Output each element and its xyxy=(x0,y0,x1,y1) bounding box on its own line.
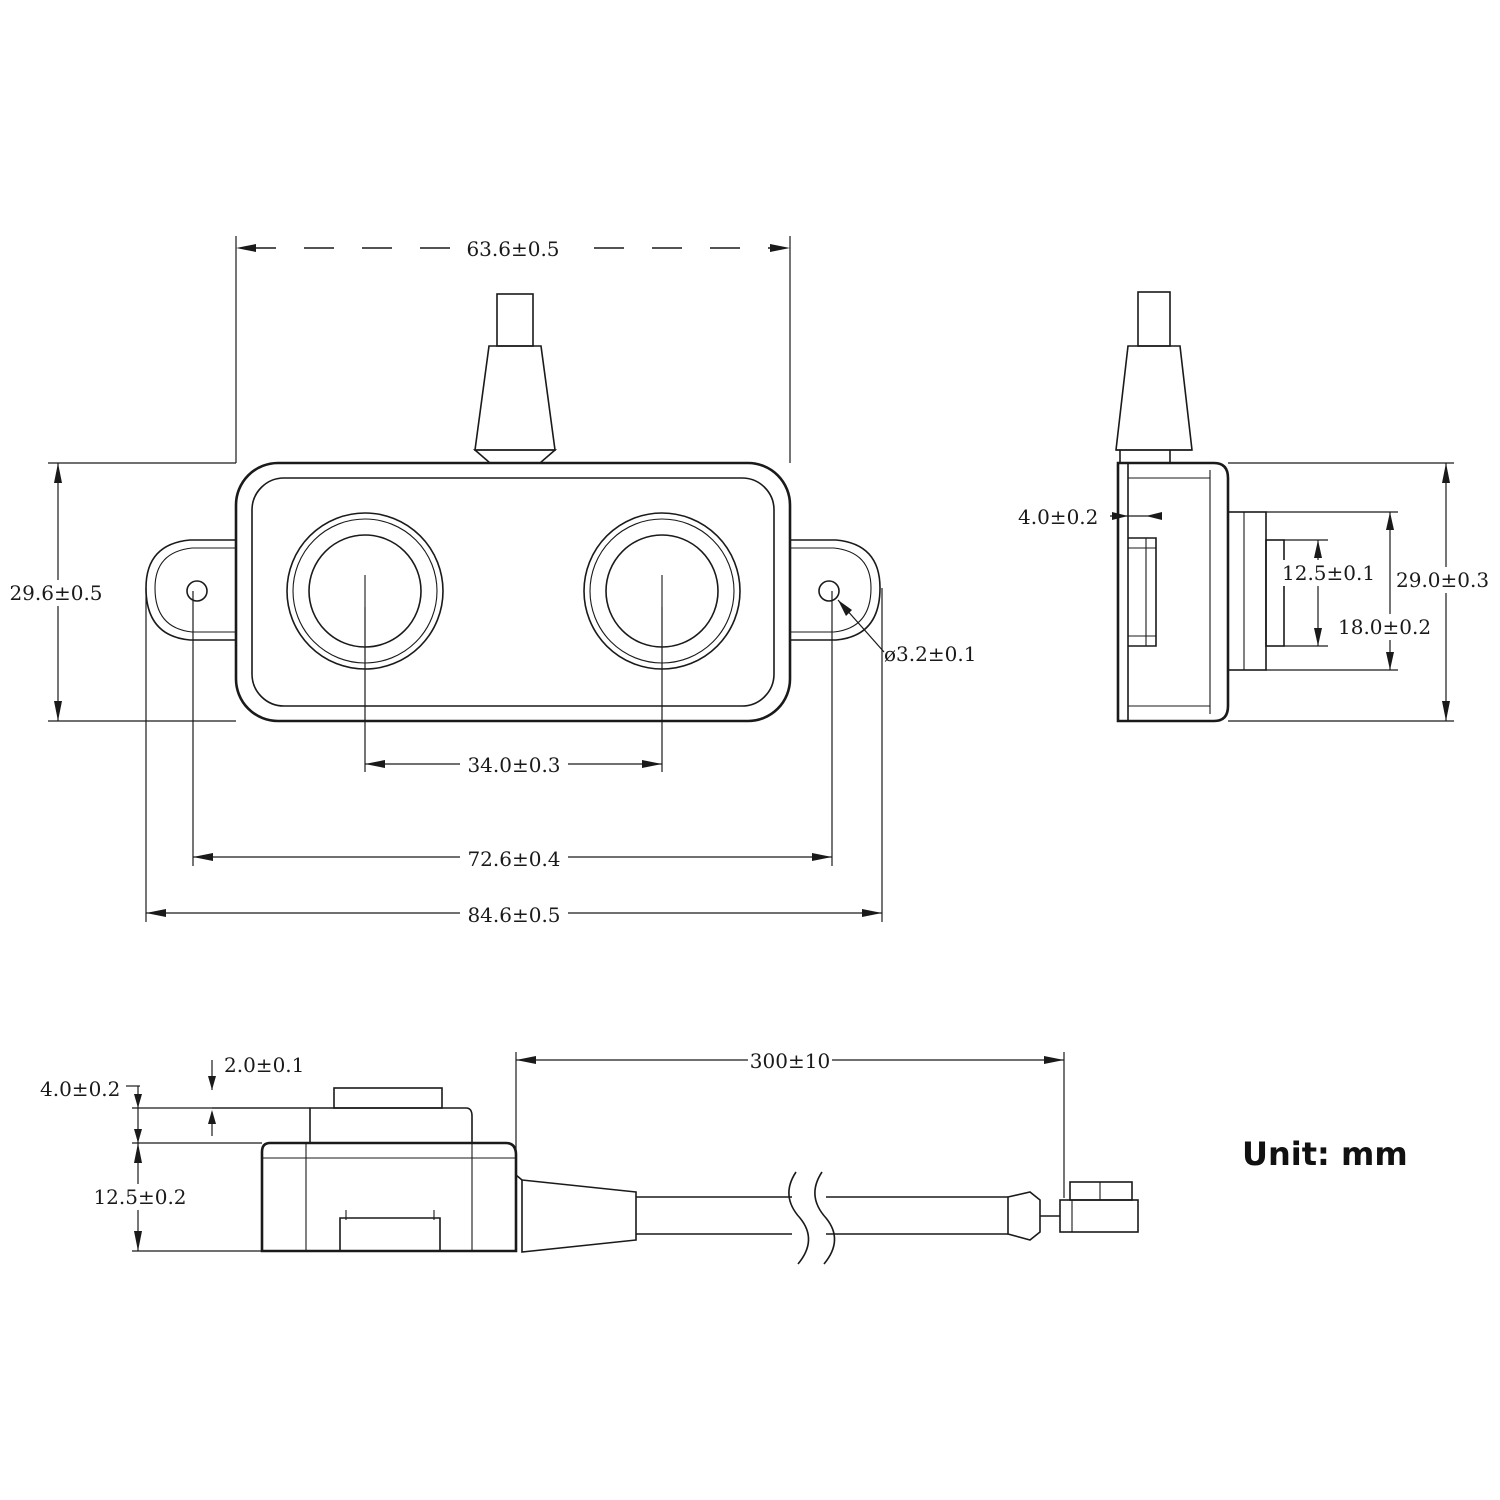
side-face-outer xyxy=(1227,511,1267,671)
dim-body-width: 63.6±0.5 xyxy=(235,236,791,463)
dim-mount-hole-spacing-label: 72.6±0.4 xyxy=(467,847,560,871)
left-mount-hole xyxy=(186,580,208,602)
dim-overall-width-label: 84.6±0.5 xyxy=(467,903,560,927)
left-mounting-ear xyxy=(145,539,236,641)
dim-face-outer: 18.0±0.2 xyxy=(1266,511,1438,671)
front-view: 63.6±0.5 29.6±0.5 ø3.2±0.1 34.0±0.3 xyxy=(6,236,976,928)
dim-body-width-label: 63.6±0.5 xyxy=(466,237,559,261)
right-mounting-ear xyxy=(790,539,881,641)
right-mount-hole xyxy=(818,580,840,602)
dim-cable-length-label: 300±10 xyxy=(750,1049,830,1073)
dim-side-height-label: 29.0±0.3 xyxy=(1396,568,1489,592)
bottom-boss xyxy=(309,1107,473,1144)
dim-step-top: 2.0±0.1 xyxy=(208,1053,310,1136)
dim-mount-hole-spacing: 72.6±0.4 xyxy=(192,591,833,872)
dim-body-height-bottom-label: 12.5±0.2 xyxy=(93,1185,186,1209)
dim-step-top-label: 2.0±0.1 xyxy=(224,1053,304,1077)
dim-body-height-bottom: 12.5±0.2 xyxy=(90,1143,262,1252)
dim-face-inner: 12.5±0.1 xyxy=(1280,539,1380,647)
bottom-boss-top xyxy=(333,1087,443,1109)
dim-hole-diameter-label: ø3.2±0.1 xyxy=(884,642,976,666)
dim-overall-width: 84.6±0.5 xyxy=(145,588,883,928)
dim-flange-depth-label: 4.0±0.2 xyxy=(1018,505,1098,529)
bottom-connector-slot xyxy=(339,1217,441,1251)
front-strain-relief xyxy=(474,345,556,451)
cable-break-mark xyxy=(788,1171,810,1265)
dim-hole-diameter: ø3.2±0.1 xyxy=(837,599,976,666)
side-strain-relief xyxy=(1115,345,1193,451)
dim-face-inner-label: 12.5±0.1 xyxy=(1282,561,1375,585)
front-housing-inner xyxy=(251,477,775,707)
unit-label: Unit: mm xyxy=(1242,1135,1408,1173)
cable-end-relief xyxy=(1007,1191,1041,1241)
dim-boss-height: 4.0±0.2 xyxy=(40,1077,310,1144)
dim-transducer-spacing: 34.0±0.3 xyxy=(364,607,663,778)
bottom-body xyxy=(260,1141,518,1253)
dim-body-height-label: 29.6±0.5 xyxy=(9,581,102,605)
dim-flange-depth: 4.0±0.2 xyxy=(1018,505,1162,529)
side-view: 4.0±0.2 12.5±0.1 18.0±0.2 xyxy=(1018,291,1498,723)
dim-boss-height-label: 4.0±0.2 xyxy=(40,1077,120,1101)
front-strain-relief-base xyxy=(472,449,558,464)
dim-cable-length: 300±10 xyxy=(515,1048,1065,1198)
bottom-strain-relief xyxy=(521,1179,637,1253)
side-body xyxy=(1116,461,1230,723)
front-housing-outer xyxy=(234,461,792,723)
side-cable xyxy=(1137,291,1171,347)
dim-body-height: 29.6±0.5 xyxy=(6,462,236,722)
bottom-view: 300±10 2.0±0.1 4.0±0.2 xyxy=(40,1048,1139,1265)
side-flange xyxy=(1128,537,1157,647)
dim-face-outer-label: 18.0±0.2 xyxy=(1338,615,1431,639)
front-cable xyxy=(496,293,534,347)
dim-side-height: 29.0±0.3 xyxy=(1228,462,1498,722)
side-face-inner xyxy=(1265,539,1285,647)
dim-transducer-spacing-label: 34.0±0.3 xyxy=(467,753,560,777)
